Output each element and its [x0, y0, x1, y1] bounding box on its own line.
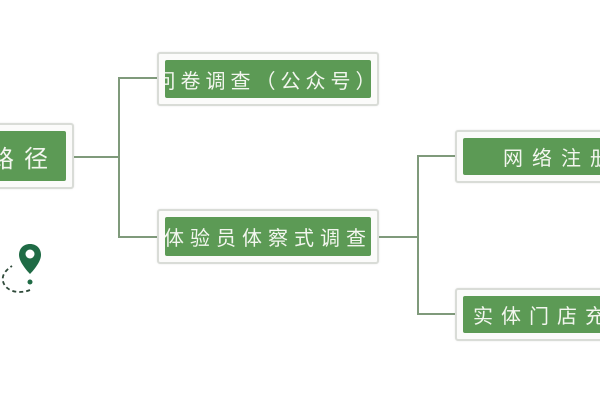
connector-l1b	[118, 236, 158, 238]
root-node: 路径	[0, 123, 74, 189]
node-experience-survey: 体验员体察式调查	[157, 209, 379, 264]
node-questionnaire: 问卷调查（公众号）	[157, 52, 379, 106]
node-store-recharge: 实体门店充值	[455, 288, 600, 341]
root-node-label: 路径	[0, 144, 58, 173]
connector-root-h	[74, 156, 120, 158]
connector-l1b-v	[417, 155, 419, 315]
node-experience-survey-fill: 体验员体察式调查	[165, 217, 371, 256]
connector-l2b	[417, 313, 455, 315]
node-store-recharge-fill: 实体门店充值	[463, 296, 600, 333]
node-online-registration-fill: 网络注册信	[463, 138, 600, 175]
root-node-fill: 路径	[0, 131, 66, 181]
node-online-registration: 网络注册信	[455, 130, 600, 183]
connector-l1b-h	[379, 236, 419, 238]
node-store-recharge-label: 实体门店充值	[473, 304, 600, 328]
connector-l2a	[417, 155, 455, 157]
node-online-registration-label: 网络注册信	[503, 146, 600, 170]
connector-root-v	[118, 77, 120, 238]
node-experience-survey-label: 体验员体察式调查	[165, 226, 371, 250]
connector-l1a	[118, 77, 158, 79]
map-pin-icon	[1, 244, 41, 293]
node-questionnaire-label: 问卷调查（公众号）	[165, 68, 371, 93]
node-questionnaire-fill: 问卷调查（公众号）	[165, 60, 371, 98]
